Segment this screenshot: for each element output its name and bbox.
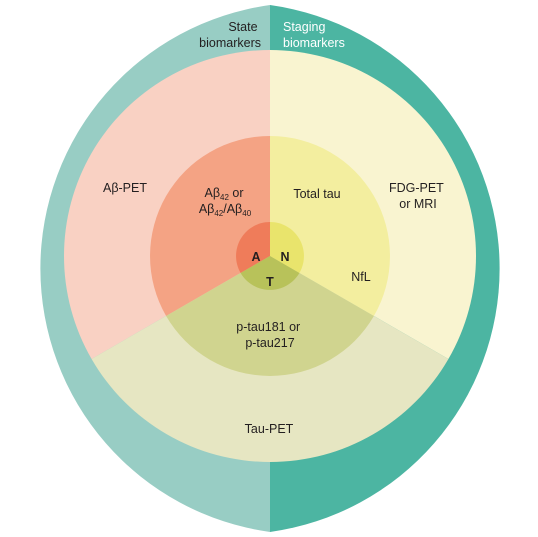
abeta-fluid-line1: Aβ42 or [204, 186, 243, 202]
tau-middle-sector [166, 256, 374, 376]
amyloid-core-sector [236, 222, 270, 273]
abeta-pet-label: Aβ-PET [103, 181, 147, 195]
total-tau-label: Total tau [293, 187, 340, 201]
tau-core-sector [240, 256, 300, 290]
nfl-label: NfL [351, 270, 371, 284]
neuro-core-sector [270, 222, 304, 273]
ptau-label: p-tau181 or p-tau217 [236, 320, 303, 350]
state-biomarkers-label: State biomarkers [199, 20, 261, 50]
staging-biomarkers-label: Staging biomarkers [283, 20, 345, 50]
core-n-label: N [280, 250, 289, 264]
abeta-fluid-line2: Aβ42/Aβ40 [199, 202, 252, 218]
tau-pet-label: Tau-PET [245, 422, 294, 436]
core-a-label: A [251, 250, 260, 264]
fdg-pet-mri-label: FDG-PET or MRI [389, 181, 447, 211]
core-t-label: T [266, 275, 274, 289]
